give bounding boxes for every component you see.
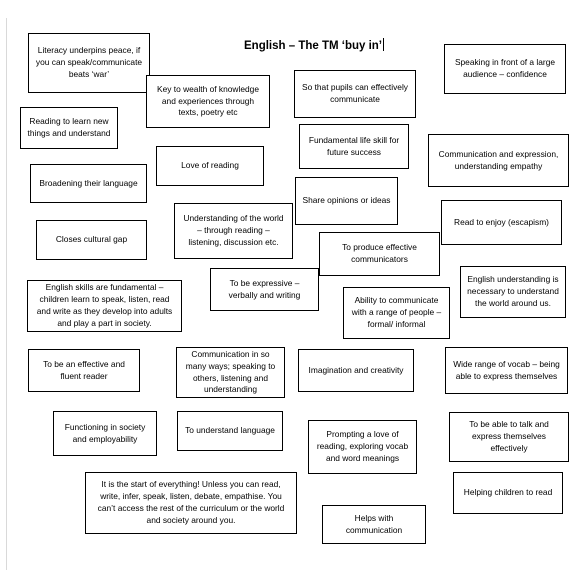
idea-text: To be an effective and fluent reader [43,358,125,381]
idea-box-talk-express: To be able to talk and express themselve… [449,412,569,462]
idea-text: To be able to talk and express themselve… [469,419,549,453]
idea-box-understand-language: To understand language [177,411,283,451]
idea-text: Share opinions or ideas [302,195,391,206]
idea-box-helps-communication: Helps with communication [322,505,426,544]
idea-text: Literacy underpins peace, if you can spe… [35,45,143,79]
idea-text: Functioning in society and employability [64,421,146,444]
idea-box-life-skill: Fundamental life skill for future succes… [299,124,409,169]
idea-text: Prompting a love of reading, exploring v… [316,429,409,463]
idea-text: Imagination and creativity [308,364,404,375]
idea-box-understanding-world: Understanding of the world – through rea… [174,203,293,259]
idea-text: English skills are fundamental – childre… [36,282,173,328]
idea-text: Fundamental life skill for future succes… [308,134,400,157]
idea-text: English understanding is necessary to un… [467,274,559,308]
idea-box-start-of-everything: It is the start of everything! Unless yo… [85,472,297,534]
idea-box-love-of-reading: Love of reading [156,146,264,186]
idea-text: Closes cultural gap [55,234,128,245]
idea-box-wealth-of-knowledge: Key to wealth of knowledge and experienc… [146,75,270,128]
idea-box-read-to-enjoy: Read to enjoy (escapism) [441,200,562,245]
page-margin-line [6,18,7,570]
idea-box-reading-to-learn: Reading to learn new things and understa… [20,107,118,149]
idea-text: Ability to communicate with a range of p… [351,295,442,329]
idea-box-literacy-peace: Literacy underpins peace, if you can spe… [28,33,150,93]
idea-box-share-opinions: Share opinions or ideas [295,177,398,225]
page-title: English – The TM ‘buy in’ [244,38,385,52]
idea-text: Helping children to read [463,487,553,498]
idea-text: Love of reading [181,160,239,171]
idea-text: Communication and expression, understand… [438,148,559,171]
idea-text: Helps with communication [345,512,403,535]
idea-box-communication-expression: Communication and expression, understand… [428,134,569,187]
idea-text: Communication in so many ways; speaking … [185,348,276,395]
idea-box-helping-children-read: Helping children to read [453,472,563,514]
idea-box-broadening-language: Broadening their language [30,164,147,203]
idea-box-english-understanding: English understanding is necessary to un… [460,266,566,318]
idea-text: To understand language [185,425,275,436]
idea-box-cultural-gap: Closes cultural gap [36,220,147,260]
title-text: English – The TM ‘buy in’ [244,40,383,52]
idea-box-effective-communicators: To produce effective communicators [319,232,440,276]
idea-box-imagination-creativity: Imagination and creativity [298,349,414,392]
idea-box-range-of-people: Ability to communicate with a range of p… [343,287,450,339]
text-cursor [383,38,385,51]
idea-box-effective-communicate: So that pupils can effectively communica… [294,70,416,118]
idea-box-fluent-reader: To be an effective and fluent reader [28,349,140,392]
idea-text: To produce effective communicators [342,242,417,264]
idea-box-communication-many-ways: Communication in so many ways; speaking … [176,347,285,398]
idea-text: To be expressive – verbally and writing [228,277,301,300]
idea-text: Key to wealth of knowledge and experienc… [157,83,259,118]
idea-text: Broadening their language [39,177,138,188]
idea-box-be-expressive: To be expressive – verbally and writing [210,268,319,311]
idea-text: Reading to learn new things and understa… [27,116,111,138]
idea-text: So that pupils can effectively communica… [302,82,408,104]
idea-box-society-employability: Functioning in society and employability [53,411,157,456]
idea-box-audience-confidence: Speaking in front of a large audience – … [444,44,566,94]
idea-box-wide-vocab: Wide range of vocab – being able to expr… [445,347,568,394]
idea-box-english-skills-fundamental: English skills are fundamental – childre… [27,280,182,332]
idea-text: Read to enjoy (escapism) [454,216,549,227]
idea-text: Understanding of the world – through rea… [183,213,284,247]
idea-text: Wide range of vocab – being able to expr… [453,358,560,381]
idea-box-prompting-love-reading: Prompting a love of reading, exploring v… [308,420,417,474]
idea-text: It is the start of everything! Unless yo… [97,479,285,525]
idea-text: Speaking in front of a large audience – … [454,57,556,79]
